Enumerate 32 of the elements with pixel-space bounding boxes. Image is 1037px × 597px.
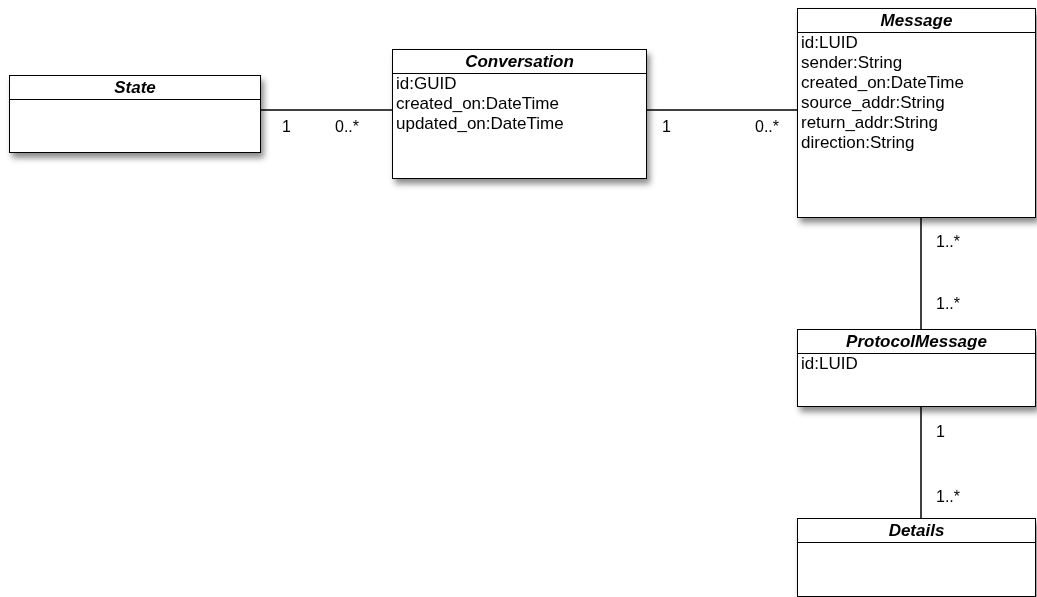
association-line — [920, 406, 922, 519]
class-box — [9, 75, 261, 153]
multiplicity-label: 1 — [662, 117, 671, 137]
attribute-text: updated_on:DateTime — [396, 114, 564, 134]
multiplicity-label: 1..* — [936, 487, 960, 507]
multiplicity-label: 0..* — [335, 117, 359, 137]
attribute-text: id:LUID — [801, 354, 858, 374]
multiplicity-label: 1 — [282, 117, 291, 137]
attribute-text: id:LUID — [801, 33, 858, 53]
class-box — [797, 8, 1036, 218]
class-name: ProtocolMessage — [798, 330, 1035, 354]
attribute-text: sender:String — [801, 53, 903, 73]
class-box — [392, 49, 647, 179]
multiplicity-label: 1..* — [936, 294, 960, 314]
attribute-text: created_on:DateTime — [801, 73, 964, 93]
multiplicity-label: 0..* — [755, 117, 779, 137]
association-line — [920, 217, 922, 330]
attribute-text: created_on:DateTime — [396, 94, 559, 114]
class-name: Conversation — [393, 50, 646, 74]
attribute-text: source_addr:String — [801, 93, 945, 113]
class-name: Details — [798, 519, 1035, 543]
association-line — [646, 109, 798, 111]
class-box — [797, 329, 1036, 407]
class-name: State — [10, 76, 260, 100]
attribute-text: id:GUID — [396, 74, 457, 94]
attribute-text: direction:String — [801, 133, 915, 153]
multiplicity-label: 1..* — [936, 232, 960, 252]
attribute-text: return_addr:String — [801, 113, 939, 133]
multiplicity-label: 1 — [936, 422, 945, 442]
class-box — [797, 518, 1036, 597]
class-name: Message — [798, 9, 1035, 33]
association-line — [260, 109, 393, 111]
